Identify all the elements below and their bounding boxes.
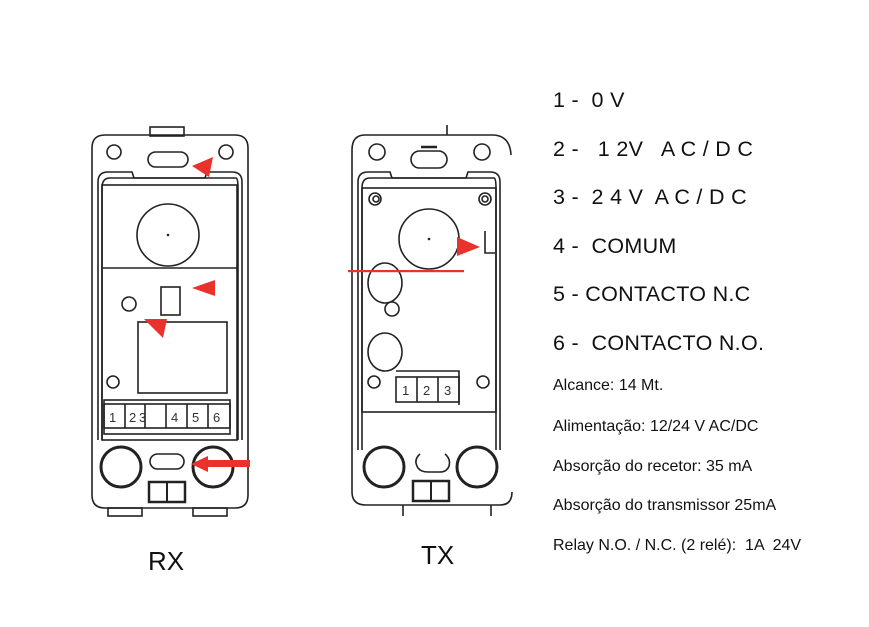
tx-terminal-1: 1 [402, 383, 409, 398]
spec-item: Alcance: 14 Mt. [553, 377, 664, 394]
tx-terminal-2: 2 [423, 383, 430, 398]
pinout-item: 6 - CONTACTO N.O. [553, 331, 765, 355]
rx-arrow-relay-icon [144, 319, 167, 338]
rx-knockout-left [99, 445, 143, 489]
tx-inner-frame [357, 171, 501, 450]
rx-terminal-2: 2 [129, 410, 136, 425]
rx-foot-left [107, 507, 143, 517]
tx-knockout-left [362, 445, 406, 489]
spec-item: Absorção do recetor: 35 mA [553, 458, 753, 475]
rx-label: RX [148, 546, 185, 576]
pinout-item: 1 - 0 V [553, 88, 625, 112]
pinout-item: 3 - 2 4 V A C / D C [553, 185, 747, 209]
tx-terminal-block [395, 376, 460, 403]
rx-top-slot [147, 151, 189, 168]
rx-top-tab [149, 126, 185, 137]
pinout-item: 5 - CONTACTO N.C [553, 282, 751, 306]
rx-mount-hole-right [218, 144, 234, 160]
rx-terminal-4: 4 [171, 410, 178, 425]
tx-screw-hole-tr [478, 192, 492, 206]
rx-terminal-6: 6 [213, 410, 220, 425]
rx-terminal-1: 1 [109, 410, 116, 425]
tx-label: TX [421, 540, 455, 570]
spec-item: Absorção do transmissor 25mA [553, 497, 777, 514]
tx-board [361, 187, 497, 413]
rx-outer-housing [91, 134, 249, 509]
rx-terminal-block [103, 399, 231, 435]
rx-arrow-bottom-icon [191, 456, 208, 472]
tx-screw-hole-tl [368, 192, 382, 206]
tx-outer-housing [365, 134, 512, 156]
rx-terminal-3: 3 [139, 410, 146, 425]
rx-arrow-bottom-shaft [205, 460, 250, 467]
pinout-item: 2 - 1 2V A C / D C [553, 137, 754, 161]
rx-lens [136, 203, 200, 267]
tx-bottom-slot [415, 453, 451, 473]
rx-relay-block [137, 321, 228, 394]
rx-arrow-top-icon [192, 157, 213, 177]
tx-mount-hole-left [368, 143, 386, 161]
rx-arrow-jumper-icon [192, 280, 215, 296]
rx-screw-hole [106, 375, 120, 389]
pinout-item: 4 - COMUM [553, 234, 677, 258]
tx-red-line [348, 270, 464, 273]
tx-component-2 [384, 301, 400, 317]
rx-led [121, 296, 137, 312]
tx-screw-hole-br [476, 375, 490, 389]
spec-item: Relay N.O. / N.C. (2 relé): 1A 24V [553, 537, 802, 554]
rx-mount-hole-left [106, 144, 122, 160]
tx-mount-hole-right [473, 143, 491, 161]
rx-board [101, 184, 238, 441]
tx-component-1 [367, 262, 403, 304]
tx-top-slot [410, 150, 448, 169]
tx-knockout-right [455, 445, 499, 489]
rx-terminal-5: 5 [192, 410, 199, 425]
rx-foot-right [192, 507, 228, 517]
tx-terminal-3: 3 [444, 383, 451, 398]
tx-device-drawing [351, 125, 513, 516]
tx-component-3 [367, 332, 403, 372]
tx-bracket [484, 231, 495, 254]
rx-bottom-slot [149, 453, 185, 470]
tx-arrow-icon [457, 237, 480, 256]
rx-jumper [160, 286, 181, 316]
spec-item: Alimentação: 12/24 V AC/DC [553, 418, 759, 435]
tx-screw-hole-bl [367, 375, 381, 389]
